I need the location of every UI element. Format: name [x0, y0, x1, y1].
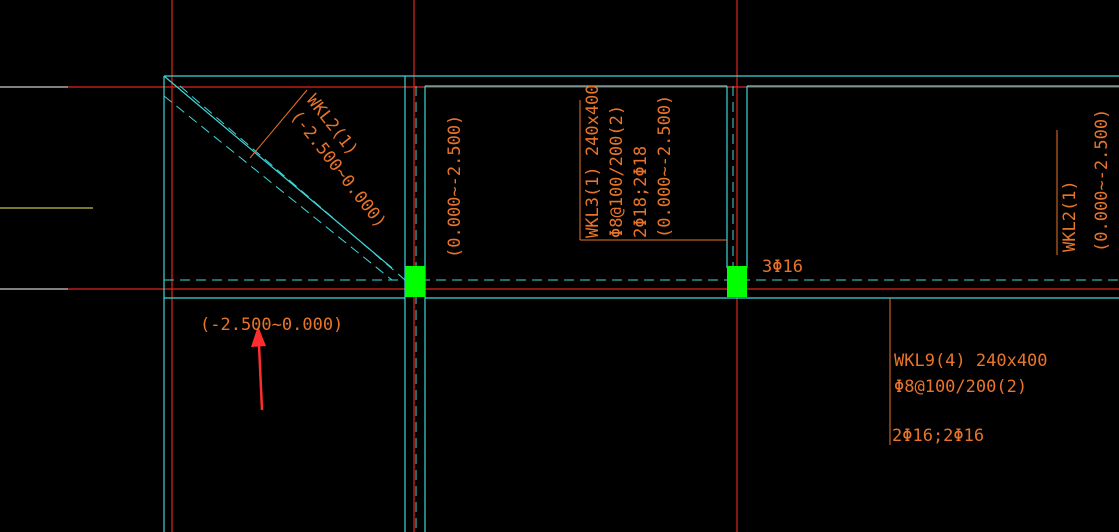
wkl3-bars: 2Φ18;2Φ18: [631, 146, 651, 238]
beam-dashed-lines: [163, 85, 1119, 532]
column-square-icon[interactable]: [727, 266, 747, 297]
bar-3phi16: 3Φ16: [762, 257, 803, 277]
column-square-icon[interactable]: [405, 266, 425, 297]
left-leader-lines: [0, 86, 93, 290]
wkl9-bars: 2Φ16;2Φ16: [892, 426, 984, 446]
right-beam-elevation: (0.000~-2.500): [1092, 109, 1112, 252]
wkl3-stirrup: Φ8@100/200(2): [607, 105, 627, 238]
wkl9-name: WKL9(4) 240x400: [894, 351, 1048, 371]
axis-lines: [68, 0, 1119, 532]
bottom-left-elevation: (-2.500~0.000): [200, 315, 343, 335]
beam-edges: [163, 75, 1119, 532]
annotation-leaders: [249, 89, 1058, 445]
red-arrow-icon: [251, 326, 266, 411]
column1-elevation: (0.000~-2.500): [445, 115, 465, 258]
wkl3-name: WKL3(1) 240x400: [583, 84, 603, 238]
right-beam-name: WKL2(1): [1060, 180, 1080, 252]
wkl9-stirrup: Φ8@100/200(2): [894, 377, 1027, 397]
wkl3-elevation: (0.000~-2.500): [655, 95, 675, 238]
